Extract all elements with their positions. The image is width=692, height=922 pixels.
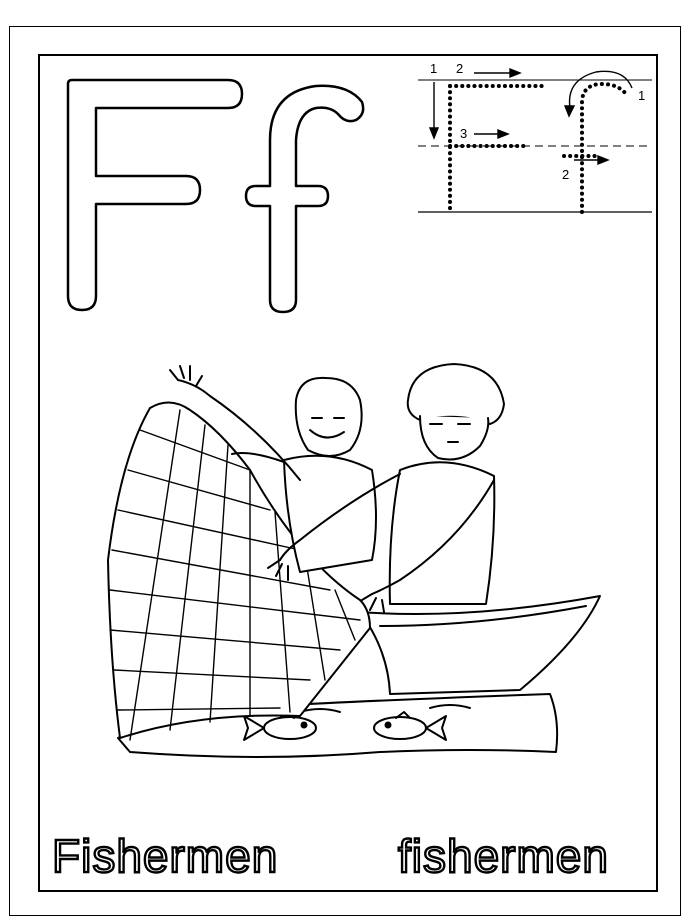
fish-right [373,711,447,741]
page-outer-border [9,26,681,916]
step-number-upper-3: 3 [460,126,467,141]
fishermen-illustration [107,363,601,758]
step-number-upper-2: 2 [456,61,463,76]
word-lowercase: fishermen [398,830,609,882]
tracing-guide: 1 2 3 1 2 [418,61,652,214]
step-number-lower-1: 1 [638,88,645,103]
fisherman-turban [267,363,505,613]
dotted-lowercase-f [562,81,628,214]
fisherman-bearded [169,365,377,573]
stroke-arrows [428,67,633,166]
word-capitalized: Fishermen [52,830,278,882]
net-mesh [109,409,361,741]
boat [359,595,601,695]
big-lowercase-f [244,84,365,314]
step-number-lower-2: 2 [562,167,569,182]
step-number-upper-1: 1 [430,61,437,76]
fishing-net [107,401,371,739]
page-inner-border [38,54,658,892]
dotted-uppercase-f [448,84,548,214]
big-uppercase-f [66,78,244,312]
